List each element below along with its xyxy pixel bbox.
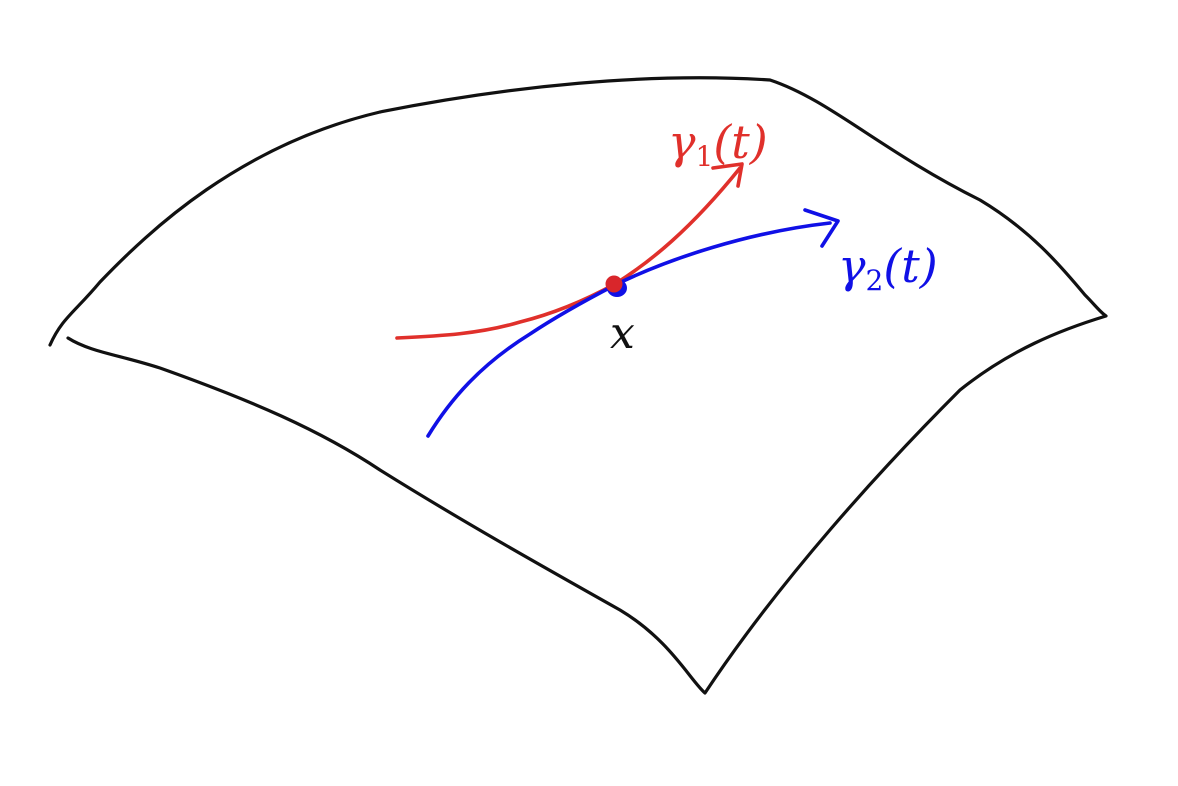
curve-gamma-1-label: γ1(t) xyxy=(668,115,768,173)
curve-gamma-1-arrowhead xyxy=(711,162,744,188)
curve-gamma-2-label: γ2(t) xyxy=(838,239,938,297)
curve-gamma-2-arrowhead xyxy=(803,208,840,248)
point-x xyxy=(605,275,623,293)
curve-gamma-1 xyxy=(395,166,742,340)
curve-gamma-2 xyxy=(426,221,832,438)
point-x-label: x xyxy=(610,308,635,359)
surface-outline xyxy=(48,76,1108,695)
